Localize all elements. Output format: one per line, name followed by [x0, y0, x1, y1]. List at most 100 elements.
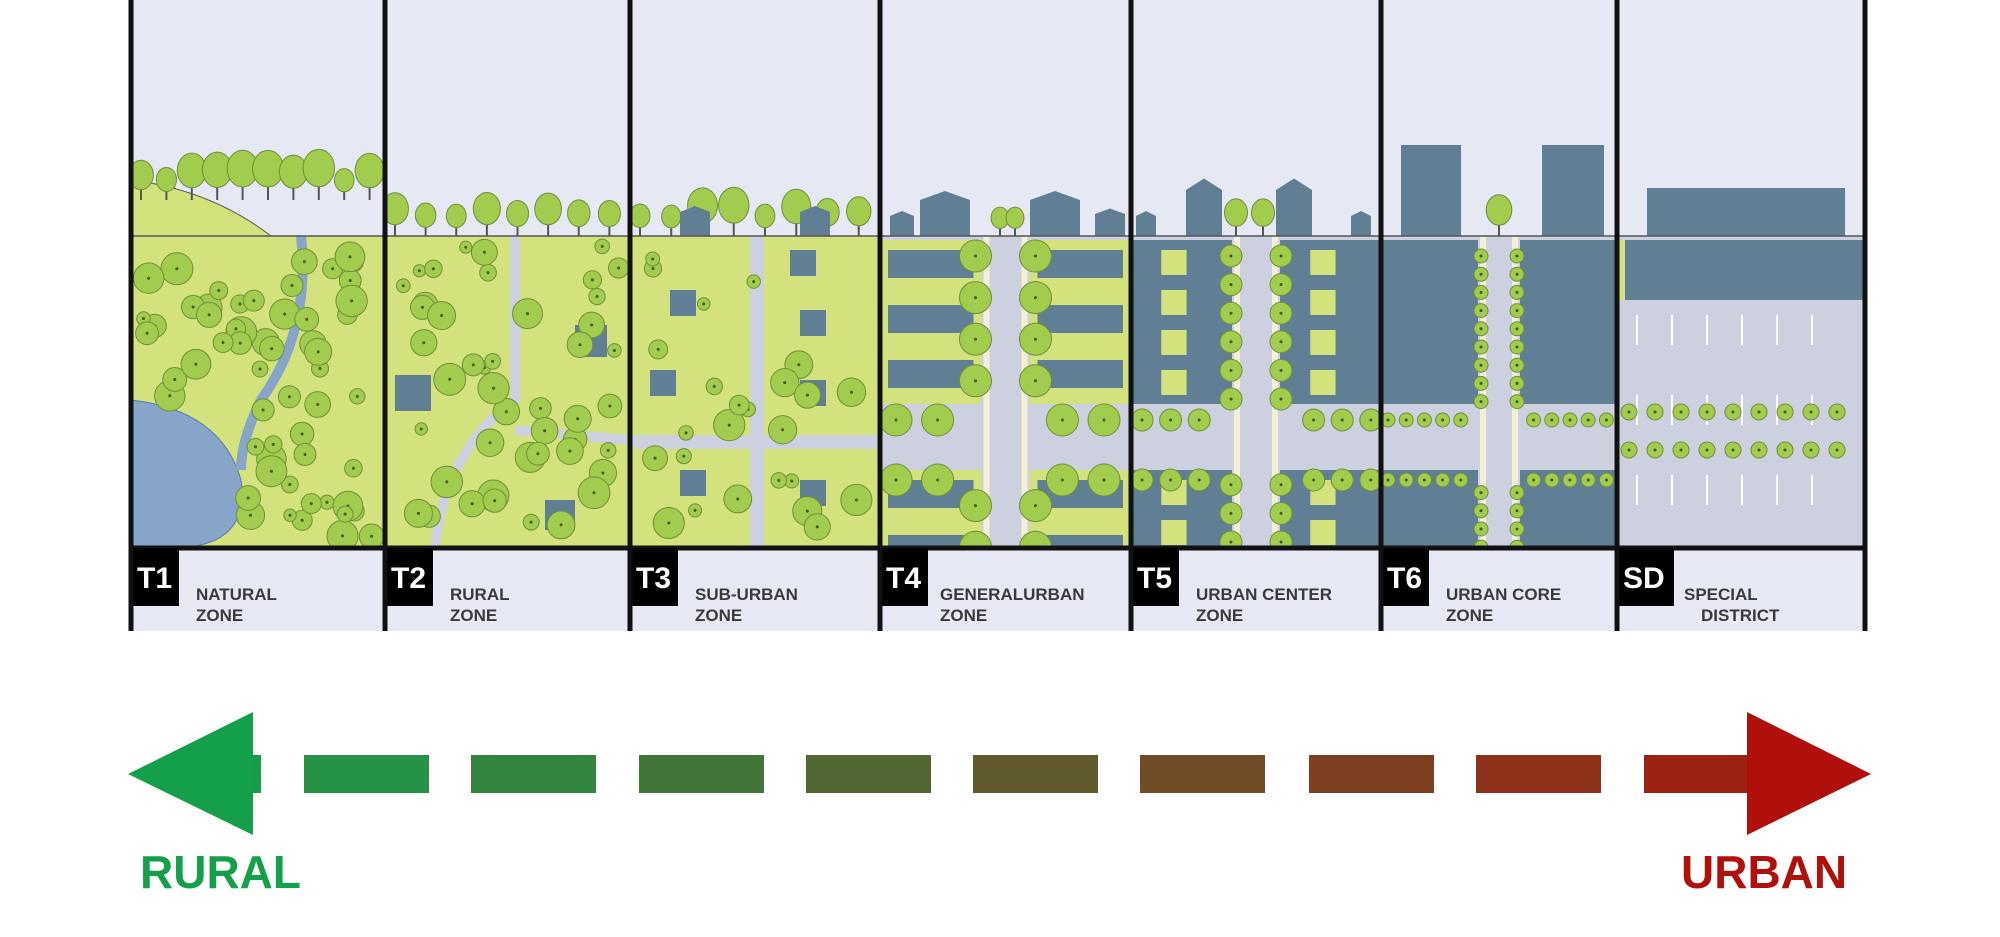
tree-center [1441, 478, 1445, 482]
tree-center [416, 511, 420, 515]
tree-center [440, 314, 444, 318]
zone-name-line1: GENERALURBAN [940, 585, 1085, 604]
zone-code: T4 [886, 562, 921, 595]
tree-center [693, 508, 697, 512]
tree-center [1229, 340, 1233, 344]
building-silhouette [920, 191, 970, 236]
tree-center [1479, 381, 1483, 385]
arrow-dash [806, 755, 931, 793]
tree-icon [445, 203, 467, 229]
tree-center [419, 427, 423, 431]
tree-center [1229, 254, 1233, 258]
zone-name-line2: ZONE [1196, 606, 1243, 625]
tree-center [1515, 381, 1519, 385]
zone-name-line1: SPECIAL [1684, 585, 1758, 604]
tree-center [1515, 345, 1519, 349]
building [1037, 535, 1123, 548]
tree-center [1515, 400, 1519, 404]
tree-center [653, 456, 657, 460]
tree-center [974, 504, 977, 508]
tree-center [287, 395, 291, 399]
tree-center [1459, 418, 1463, 422]
tree-center [1229, 311, 1233, 315]
tree-center [348, 255, 352, 259]
tree-center [1586, 418, 1590, 422]
zone-name-line2: ZONE [940, 606, 987, 625]
tree-center [783, 381, 787, 385]
tree-center [417, 269, 421, 273]
sidewalk [1512, 236, 1518, 548]
panel-art [630, 0, 880, 548]
tree-center [401, 284, 405, 288]
plan-view [630, 236, 880, 548]
building [888, 535, 974, 548]
tree-center [601, 471, 605, 475]
zone-name-line1: NATURAL [196, 585, 277, 604]
tree-center [536, 452, 540, 456]
tree-center [173, 377, 177, 381]
tree-center [1515, 272, 1519, 276]
tree-icon [333, 168, 355, 193]
tree-center [1568, 418, 1572, 422]
tree-center [752, 280, 756, 284]
tree-center [1404, 418, 1408, 422]
tree-icon [1269, 530, 1293, 548]
tree-center [1679, 448, 1683, 452]
building-silhouette [890, 211, 914, 236]
tree-center [1312, 478, 1316, 482]
zone-code-badge [385, 548, 433, 606]
tree-center [600, 244, 604, 248]
tree-icon [1219, 530, 1243, 548]
house [680, 470, 706, 496]
zone-name-line2: DISTRICT [1701, 606, 1780, 625]
tree-center [1550, 418, 1554, 422]
tree-center [1169, 478, 1173, 482]
tree-center [1060, 418, 1064, 422]
tree-center [1102, 478, 1106, 482]
tree-center [1034, 504, 1037, 508]
tree-center [1279, 397, 1283, 401]
tree-center [270, 347, 274, 351]
arrow-dash [1140, 755, 1265, 793]
zone-code: T6 [1387, 562, 1422, 595]
tree-center [1229, 397, 1233, 401]
tree-center [1034, 337, 1037, 341]
tree-center [1279, 283, 1283, 287]
tree-center [355, 394, 359, 398]
zone-code: SD [1623, 562, 1665, 595]
tree-center [1279, 340, 1283, 344]
tree-center [538, 406, 542, 410]
tree-center [316, 403, 320, 407]
tree-center [612, 348, 616, 352]
tree-icon [155, 167, 177, 192]
courtyard [1161, 520, 1187, 545]
tree-icon [252, 149, 284, 188]
zone-name-line2: ZONE [1446, 606, 1493, 625]
rural-label: RURAL [140, 846, 301, 898]
tree-icon [302, 148, 336, 188]
tree-center [1479, 272, 1483, 276]
tree-center [1340, 418, 1344, 422]
tree-center [271, 442, 275, 446]
tree-icon [131, 159, 154, 191]
tree-center [974, 337, 977, 341]
zone-code-badge [1131, 548, 1179, 606]
tree-center [302, 260, 306, 264]
zone-name-line2: ZONE [196, 606, 243, 625]
tree-center [246, 496, 250, 500]
arrow-dash [1309, 755, 1434, 793]
tree-center [422, 341, 426, 345]
tree-center [1809, 410, 1813, 414]
tree-center [191, 305, 195, 309]
tree-center [1604, 418, 1608, 422]
panel-t2 [385, 0, 630, 548]
tree-center [207, 313, 211, 317]
tree-center [1312, 418, 1316, 422]
zone-name-line1: URBAN CORE [1446, 585, 1561, 604]
tree-center [1835, 410, 1839, 414]
courtyard [1310, 250, 1336, 275]
tree-center [431, 267, 435, 271]
